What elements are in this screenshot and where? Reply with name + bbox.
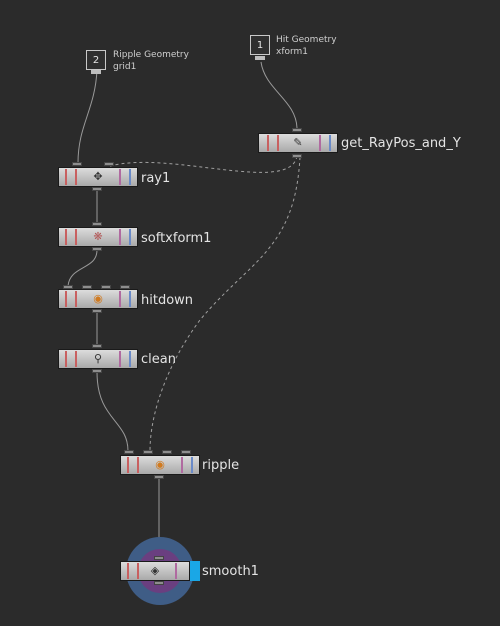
input-node-box[interactable]: 2 [86,50,106,70]
input-caption: Hit Geometry xform1 [276,34,337,58]
node-output-port[interactable] [92,187,102,191]
input-node-name: grid1 [113,62,137,72]
node-output-port[interactable] [154,475,164,479]
node-input-port[interactable] [72,162,82,166]
wire-getraypos-to-ray1 [109,155,298,173]
node-smooth1[interactable]: ◈ [120,561,190,581]
wire-softxform1-to-hitdown [67,249,98,287]
clean-icon: ⚲ [93,352,103,365]
input-node-name: xform1 [276,47,309,57]
node-label: get_RayPos_and_Y [341,136,461,151]
node-input-port[interactable] [92,344,102,348]
display-flag[interactable] [190,561,200,581]
node-label: ray1 [141,171,171,186]
node-input-port[interactable] [120,285,130,289]
ray-icon: ✥ [93,170,103,183]
node-ray1[interactable]: ✥ [58,167,138,187]
node-label: clean [141,352,176,367]
input-node-box[interactable]: 1 [250,35,270,55]
input-caption: Ripple Geometry grid1 [113,49,189,73]
vex-icon: ◉ [155,458,165,471]
wire-clean-to-ripple [96,371,129,452]
node-softxform1[interactable]: ❋ [58,227,138,247]
input-output-port[interactable] [255,56,265,60]
vex-icon: ◉ [93,292,103,305]
node-ripple[interactable]: ◉ [120,455,200,475]
node-output-port[interactable] [92,247,102,251]
node-input-port[interactable] [63,285,73,289]
node-input-port[interactable] [143,450,153,454]
input-title: Ripple Geometry [113,50,189,60]
node-input-port[interactable] [162,450,172,454]
input-output-port[interactable] [91,70,101,74]
wire-grid1-to-ray1 [77,69,98,164]
softxform-icon: ❋ [93,230,103,243]
attribwrangle-icon: ✎ [293,136,303,149]
node-clean[interactable]: ⚲ [58,349,138,369]
node-input-port[interactable] [104,162,114,166]
input-index-label: 2 [92,54,100,66]
node-input-port[interactable] [292,128,302,132]
input-index-label: 1 [256,39,264,51]
input-title: Hit Geometry [276,35,337,45]
node-input-port[interactable] [154,556,164,560]
node-output-port[interactable] [292,154,302,158]
node-label: hitdown [141,293,194,308]
smooth-icon: ◈ [150,564,160,577]
node-label: softxform1 [141,231,212,246]
node-get-raypos[interactable]: ✎ [258,133,338,153]
node-label: smooth1 [202,564,259,579]
node-output-port[interactable] [92,309,102,313]
node-output-port[interactable] [154,581,164,585]
wire-getraypos-to-ripple [149,156,301,452]
node-label: ripple [202,458,240,473]
node-hitdown[interactable]: ◉ [58,289,138,309]
node-input-port[interactable] [92,222,102,226]
wire-xform1-to-getraypos [260,61,298,129]
node-input-port[interactable] [101,285,111,289]
node-output-port[interactable] [92,369,102,373]
node-input-port[interactable] [124,450,134,454]
node-input-port[interactable] [82,285,92,289]
node-input-port[interactable] [181,450,191,454]
